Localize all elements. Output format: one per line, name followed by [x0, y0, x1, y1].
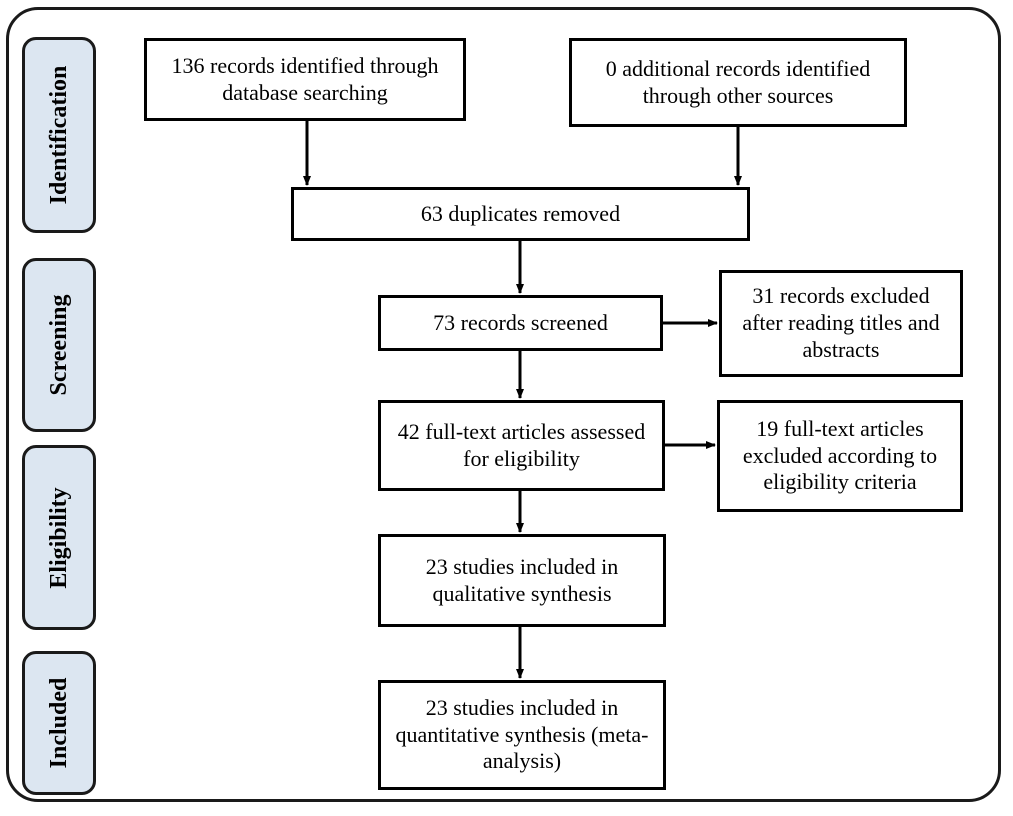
- stage-eligibility: Eligibility: [22, 445, 96, 630]
- other-sources-box: 0 additional records identified through …: [569, 38, 907, 127]
- stage-included-label: Included: [46, 677, 72, 769]
- fulltext-assessed-box: 42 full-text articles assessed for eligi…: [378, 400, 665, 491]
- quantitative-synthesis-box: 23 studies included in quantitative synt…: [378, 680, 666, 790]
- stage-screening-label: Screening: [46, 294, 72, 396]
- stage-identification: Identification: [22, 37, 96, 233]
- database-records-box: 136 records identified through database …: [144, 38, 466, 121]
- stage-eligibility-label: Eligibility: [46, 486, 72, 589]
- duplicates-removed-box: 63 duplicates removed: [291, 187, 750, 241]
- stage-included: Included: [22, 651, 96, 795]
- screen-excluded-box: 31 records excluded after reading titles…: [719, 270, 963, 377]
- stage-screening: Screening: [22, 258, 96, 432]
- fulltext-excluded-box: 19 full-text articles excluded according…: [717, 400, 963, 512]
- records-screened-box: 73 records screened: [378, 295, 663, 351]
- stage-identification-label: Identification: [46, 65, 72, 205]
- qualitative-synthesis-box: 23 studies included in qualitative synth…: [378, 534, 666, 627]
